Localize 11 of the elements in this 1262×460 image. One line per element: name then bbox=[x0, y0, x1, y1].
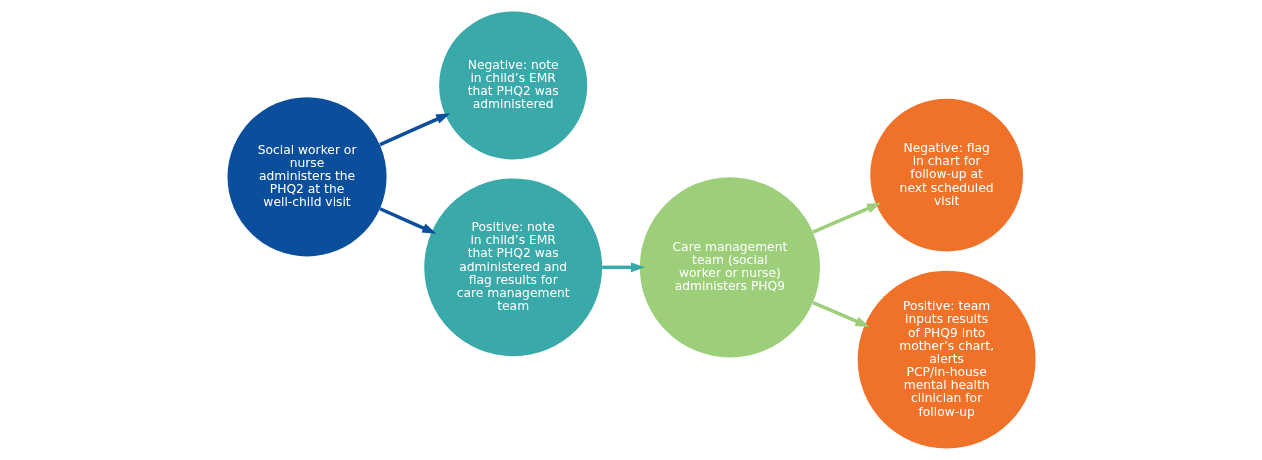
arrow bbox=[811, 301, 870, 327]
node-circle: Negative: flag in chart for follow-up at next scheduled visit bbox=[869, 98, 1023, 252]
node-circle: Negative: note in child’s EMR that PHQ2 was administered bbox=[438, 11, 587, 160]
node-circle: Care management team (social worker or nurse) administers PHQ9 bbox=[639, 177, 820, 358]
arrow bbox=[378, 113, 450, 147]
arrow bbox=[378, 207, 436, 234]
node-circle: Positive: note in child’s EMR that PHQ2 was administered and flag results for care management team bbox=[423, 178, 602, 357]
arrow bbox=[601, 262, 645, 273]
node-circle: Positive: team inputs results of PHQ9 into mother’s chart, alerts PCP/in-house mental health clinician for follow-up bbox=[857, 270, 1036, 449]
node-circle: Social worker or nurse administers the PHQ2 at the well-child visit bbox=[227, 97, 387, 257]
arrow bbox=[811, 202, 881, 234]
